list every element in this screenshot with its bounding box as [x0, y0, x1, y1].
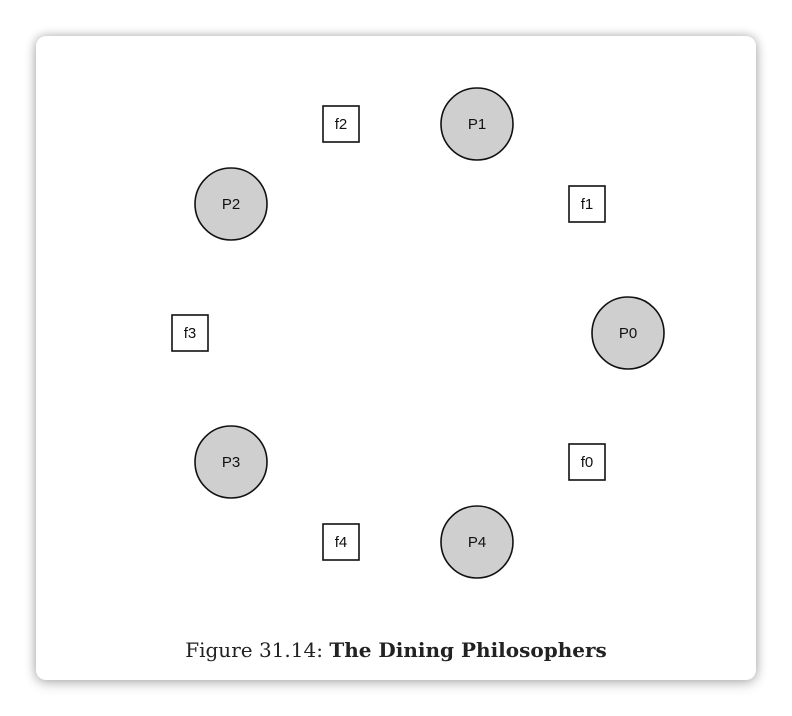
philosopher-p2: P2	[194, 167, 268, 241]
philosopher-label: P0	[619, 325, 637, 342]
fork-f0: f0	[568, 443, 606, 481]
fork-label: f4	[335, 534, 348, 551]
fork-label: f2	[335, 116, 348, 133]
philosopher-label: P2	[222, 196, 240, 213]
fork-f3: f3	[171, 314, 209, 352]
philosopher-p0: P0	[591, 296, 665, 370]
fork-label: f3	[184, 325, 197, 342]
caption-prefix: Figure 31.14:	[185, 638, 323, 662]
figure-caption: Figure 31.14: The Dining Philosophers	[36, 638, 756, 662]
philosopher-p3: P3	[194, 425, 268, 499]
fork-f4: f4	[322, 523, 360, 561]
philosopher-p4: P4	[440, 505, 514, 579]
fork-label: f0	[581, 454, 594, 471]
philosopher-label: P1	[468, 116, 486, 133]
fork-label: f1	[581, 196, 594, 213]
philosopher-label: P3	[222, 454, 240, 471]
philosopher-p1: P1	[440, 87, 514, 161]
philosopher-label: P4	[468, 534, 486, 551]
caption-title: The Dining Philosophers	[329, 638, 607, 662]
fork-f2: f2	[322, 105, 360, 143]
fork-f1: f1	[568, 185, 606, 223]
